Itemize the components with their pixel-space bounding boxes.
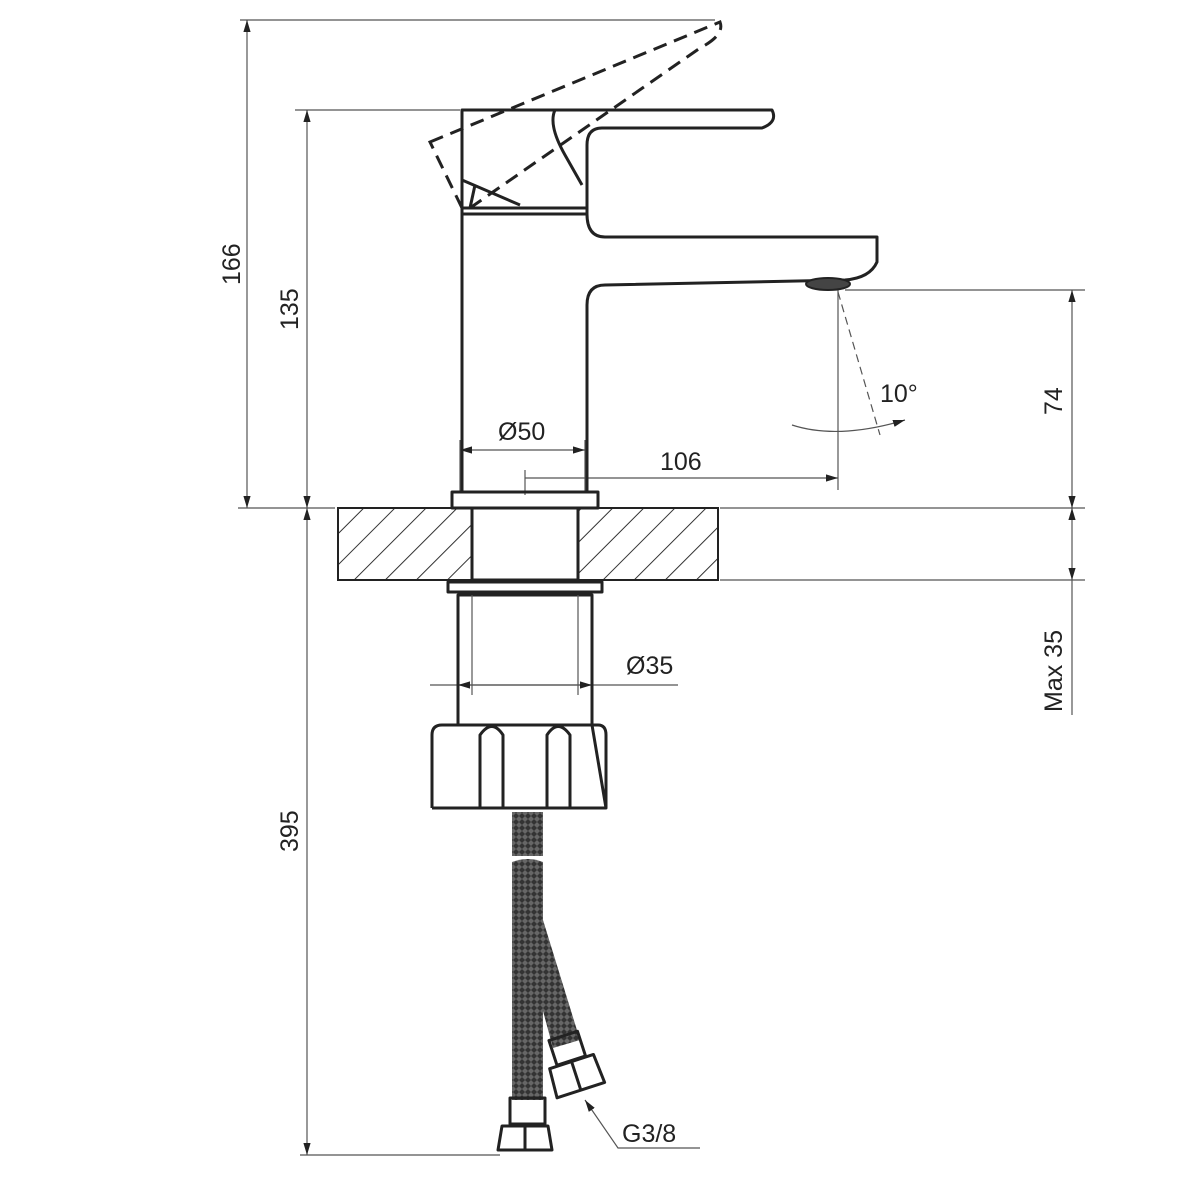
label-135: 135 xyxy=(276,288,304,330)
label-diameter-50: Ø50 xyxy=(498,418,545,446)
label-angle-10: 10° xyxy=(880,380,918,408)
label-106: 106 xyxy=(660,448,702,476)
countertop-section xyxy=(337,507,719,581)
label-g3-8: G3/8 xyxy=(622,1120,676,1148)
aerator xyxy=(805,277,851,291)
dimension-lines xyxy=(238,19,1085,1156)
supply-hoses xyxy=(496,812,607,1152)
label-diameter-35: Ø35 xyxy=(626,652,673,680)
dimension-labels: 166 135 395 74 Max 35 Ø50 106 10° Ø35 G3… xyxy=(218,243,1068,1148)
label-74: 74 xyxy=(1040,387,1068,415)
label-166: 166 xyxy=(218,243,246,285)
faucet-body xyxy=(427,20,879,810)
label-395: 395 xyxy=(276,810,304,852)
label-max-35: Max 35 xyxy=(1040,630,1068,712)
